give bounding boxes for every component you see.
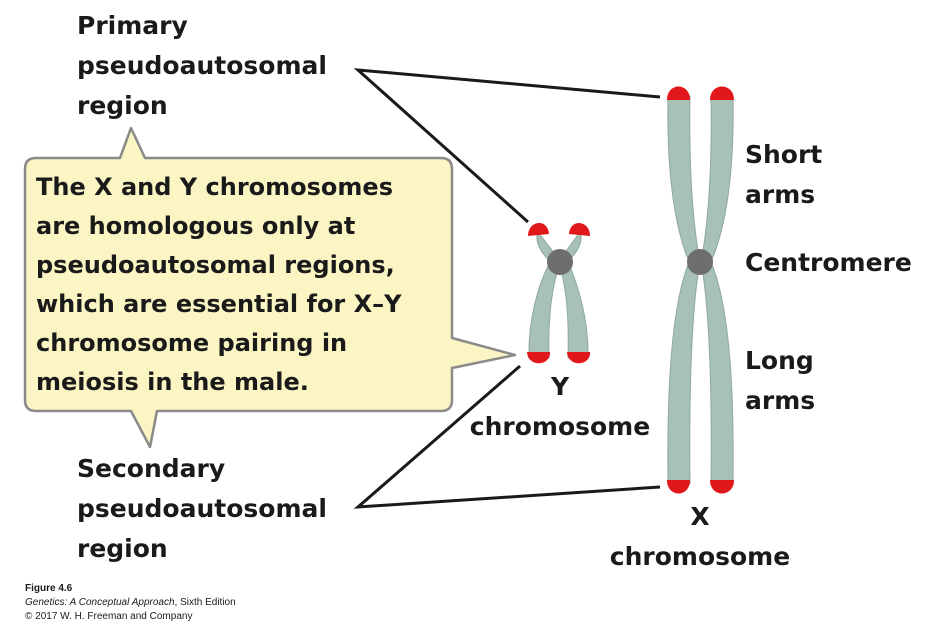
y-primary-pseudoautosomal-tip-left	[528, 222, 549, 236]
short-arms-label-line: arms	[745, 180, 816, 209]
x-chromosome-label-line: X	[690, 502, 710, 531]
callout-line: are homologous only at	[36, 212, 356, 240]
x-chromosome	[667, 86, 734, 494]
short-arms-label: Short arms	[745, 135, 822, 215]
long-arms-label-line: Long	[745, 346, 814, 375]
x-secondary-pseudoautosomal-tip-right	[710, 480, 734, 494]
x-primary-pseudoautosomal-tip-right	[710, 86, 734, 100]
long-arms-label-line: arms	[745, 386, 816, 415]
secondary-region-label-line: region	[77, 534, 168, 563]
short-arms-label-line: Short	[745, 140, 823, 169]
secondary-region-label-line: pseudoautosomal	[77, 494, 327, 523]
centromere-label-text: Centromere	[745, 248, 912, 277]
primary-region-label-line: region	[77, 91, 168, 120]
y-chromosome	[527, 222, 591, 364]
primary-pseudoautosomal-region-label: Primary pseudoautosomal region	[77, 6, 327, 126]
book-edition: , Sixth Edition	[174, 597, 236, 608]
book-title: Genetics: A Conceptual Approach	[25, 597, 175, 608]
x-chromosome-right-chromatid	[700, 95, 734, 485]
secondary-region-label-line: Secondary	[77, 454, 226, 483]
primary-region-label-line: pseudoautosomal	[77, 51, 327, 80]
figure-credit: Figure 4.6 Genetics: A Conceptual Approa…	[25, 582, 236, 624]
callout-line: The X and Y chromosomes	[36, 173, 393, 201]
y-chromosome-label: Y chromosome	[455, 367, 665, 447]
centromere-label: Centromere	[745, 243, 912, 283]
callout-line: chromosome pairing in	[36, 329, 348, 357]
secondary-pseudoautosomal-region-label: Secondary pseudoautosomal region	[77, 449, 327, 569]
y-chromosome-label-line: chromosome	[469, 412, 651, 441]
primary-region-label-line: Primary	[77, 11, 188, 40]
book-citation: Genetics: A Conceptual Approach, Sixth E…	[25, 596, 236, 610]
x-primary-pseudoautosomal-tip-left	[667, 86, 690, 100]
x-secondary-pseudoautosomal-tip-left	[667, 480, 690, 494]
long-arms-label: Long arms	[745, 341, 815, 421]
x-chromosome-label: X chromosome	[595, 497, 805, 577]
x-chromosome-left-chromatid	[667, 95, 701, 485]
callout-line: meiosis in the male.	[36, 368, 309, 396]
figure-number: Figure 4.6	[25, 583, 73, 594]
y-secondary-pseudoautosomal-tip-right	[567, 352, 591, 364]
primary-region-leader-line	[353, 68, 661, 224]
x-centromere	[687, 249, 713, 275]
callout-bubble	[23, 126, 517, 449]
callout-text: The X and Y chromosomes are homologous o…	[36, 168, 456, 402]
callout-line: which are essential for X–Y	[36, 290, 402, 318]
copyright-notice: © 2017 W. H. Freeman and Company	[25, 611, 193, 622]
y-secondary-pseudoautosomal-tip-left	[527, 352, 551, 364]
callout-line: pseudoautosomal regions,	[36, 251, 395, 279]
y-chromosome-label-line: Y	[550, 372, 570, 401]
y-centromere	[547, 249, 573, 275]
y-primary-pseudoautosomal-tip-right	[569, 222, 590, 236]
x-chromosome-label-line: chromosome	[609, 542, 791, 571]
secondary-region-leader-line	[353, 364, 661, 509]
